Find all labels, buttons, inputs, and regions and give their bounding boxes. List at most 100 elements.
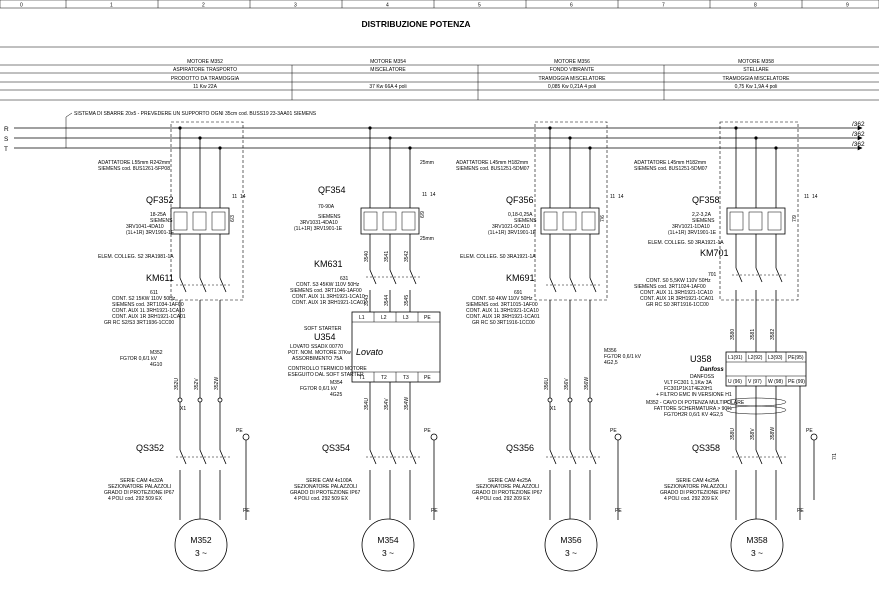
- phase-s-ref: /362: [852, 131, 865, 138]
- wire-352v: 352V: [194, 378, 200, 390]
- inv-term-l2: L2(92): [748, 355, 763, 361]
- earth-icon-m358: [810, 433, 818, 441]
- breaker-qf354-line3: 3RV1031-4DA10: [300, 220, 338, 226]
- branch-m354: 25mm QF354 70-90A SIEMENS 3RV1031-4DA10 …: [288, 126, 441, 572]
- terminal-x1-m356: X1: [550, 406, 556, 412]
- contactor-km701-line2: SIEMENS cod. 3RT1024-1AF00: [634, 284, 706, 290]
- phase-s-label: S: [4, 136, 9, 143]
- inverter-line3: FC301P1K1T4E20H1: [664, 386, 713, 392]
- contactor-km691-line5: GR RC S0 3RT1916-1CC00: [472, 320, 535, 326]
- isolator-qs354-line4: 4 POLI cod. 292 509 EX: [294, 496, 349, 502]
- wire-3582: 3582: [770, 329, 776, 340]
- aux-qf356-14: 14: [618, 194, 624, 200]
- inv-term-pe-top: PE(95): [788, 355, 804, 361]
- motor-desc-m352: ASPIRATORE TRASPORTO: [173, 67, 237, 73]
- wire-3545: 3545: [404, 295, 410, 306]
- aux-qf354-14: 14: [430, 192, 436, 198]
- contactor-km611-line2: SIEMENS cod. 3RT1034-1AF00: [112, 302, 184, 308]
- column-number-3: 3: [294, 3, 297, 9]
- danfoss-logo: Danfoss: [700, 367, 724, 373]
- contactor-km701-ref: 701: [708, 272, 717, 278]
- breaker-qf354-line1: 70-90A: [318, 204, 335, 210]
- motor-m354-phase: 3 ~: [382, 548, 394, 558]
- softstarter-u354-id: U354: [314, 332, 336, 342]
- earth-icon-m356: [614, 433, 622, 441]
- contactor-km691-id: KM691: [506, 273, 535, 283]
- phase-r-ref: /362: [852, 121, 865, 128]
- pe-wire-m358: PE: [797, 508, 804, 514]
- inverter-line1: DANFOSS: [690, 374, 715, 380]
- isolator-qs358-line3: GRADO DI PROTEZIONE IP67: [660, 490, 731, 496]
- ss-term-pe-top: PE: [424, 315, 431, 321]
- wire-356u: 356U: [544, 378, 550, 390]
- column-number-7: 7: [662, 3, 665, 9]
- isolator-qs352-line1: SERIE CAM 4x32A: [120, 478, 164, 484]
- pe-wire-m354: PE: [431, 508, 438, 514]
- wire-354w: 354W: [404, 397, 410, 410]
- wire-358v: 358V: [750, 428, 756, 440]
- ss-term-t2: T2: [381, 375, 387, 381]
- cable-m356-line3: 4G2,5: [604, 360, 618, 366]
- breaker-qf356-line3: 3RV1021-0CA10: [492, 224, 530, 230]
- connector-m352: ELEM. COLLEG. S2 3RA1981-1A: [98, 254, 174, 260]
- phase-t-label: T: [4, 146, 8, 153]
- cable-m356-line2: FG7OR 0,6/1 kV: [604, 354, 642, 360]
- motor-function-m356: TRAMOGGIA MISCELATORE: [538, 76, 606, 82]
- breaker-qf352-line3: 3RV1041-4DA10: [126, 224, 164, 230]
- isolator-qs352-line3: GRADO DI PROTEZIONE IP67: [104, 490, 175, 496]
- wire-3580: 3580: [730, 329, 736, 340]
- motor-m352-label: M352: [190, 535, 212, 545]
- contactor-km691-line3: CONT. AUX 1L 3RH1921-1CA10: [466, 308, 539, 314]
- breaker-qf358-line1: 2,2-3,2A: [692, 212, 712, 218]
- wire-3544: 3544: [384, 295, 390, 306]
- contactor-km631-ref: 631: [340, 276, 349, 282]
- motor-rating-m354: 37 Kw 66A 4 poli: [369, 84, 406, 90]
- earth-icon-m354: [430, 433, 438, 441]
- cable-m354-line1: M354: [330, 380, 343, 386]
- aux-qf352-14: 14: [240, 194, 246, 200]
- contactor-km691-line1: CONT. S0 4KW 110V 50Hz: [472, 296, 533, 302]
- contactor-km691-ref: 691: [514, 290, 523, 296]
- shield-line3: FG7OH2R 0,6/1 KV 4G2,5: [664, 412, 723, 418]
- column-number-1: 1: [110, 3, 113, 9]
- inverter-line4: + FILTRO EMC IN VERSIONE H1: [656, 392, 732, 398]
- motor-desc-m354: MISCELATORE: [370, 67, 406, 73]
- isolator-qs358-line1: SERIE CAM 4x25A: [676, 478, 720, 484]
- breaker-qf356-id: QF356: [506, 195, 534, 205]
- busbar: SISTEMA DI SBARRE 20x5 - PREVEDERE UN SU…: [4, 111, 865, 153]
- connector-m358: ELEM. COLLEG. S0 3RA1921-1A: [648, 240, 724, 246]
- contactor-km631-line3: CONT. AUX 1L 3RH1921-1CA10: [292, 294, 365, 300]
- breaker-qf358-id: QF358: [692, 195, 720, 205]
- pe-wire-m356: PE: [615, 508, 622, 514]
- wire-358u: 358U: [730, 428, 736, 440]
- wire-354u: 354U: [364, 398, 370, 410]
- contactor-km611-line1: CONT. S2 15KW 110V 50Hz: [112, 296, 176, 302]
- enclosure-m356: [534, 121, 608, 301]
- motor-rating-m352: 11 Kw 22A: [193, 84, 217, 90]
- xref-qf356: 7/6: [600, 215, 606, 222]
- inv-term-w: W (98): [768, 379, 783, 385]
- ss-term-l3: L3: [403, 315, 409, 321]
- pe-label-m356: PE: [610, 428, 617, 434]
- softstarter-line2: LOVATO SSADX 00770: [290, 344, 343, 350]
- contactor-km701-line5: GR RC S0 3RT1916-1CC00: [646, 302, 709, 308]
- motor-desc-m358: STELLARE: [743, 67, 769, 73]
- ss-term-l2: L2: [381, 315, 387, 321]
- xref-qf352: 6/3: [230, 215, 236, 222]
- isolator-qs356-line1: SERIE CAM 4x25A: [488, 478, 532, 484]
- column-number-4: 4: [386, 3, 389, 9]
- column-number-2: 2: [202, 3, 205, 9]
- pe-label-m352: PE: [236, 428, 243, 434]
- thermal-line2: ESEGUITO DAL SOFT STARTER: [288, 372, 364, 378]
- motor-function-m352: PRODOTTO DA TRAMOGGIA: [171, 76, 240, 82]
- contactor-km611-ref: 611: [150, 290, 158, 296]
- xref-qf354: 6/9: [420, 211, 426, 218]
- ss-term-t3: T3: [403, 375, 409, 381]
- header-table: MOTORE M352 ASPIRATORE TRASPORTO PRODOTT…: [0, 46, 879, 101]
- motor-desc-m356: FONDO VIBRANTE: [550, 67, 595, 73]
- motor-rating-m358: 0,75 Kw 1,9A 4 poli: [735, 84, 778, 90]
- shield-line2: FATTORE SCHERMATURA > 90%: [654, 406, 732, 412]
- cable-m352-line2: FG7OR 0,6/1 kV: [120, 356, 158, 362]
- contactor-km631-id: KM631: [314, 259, 343, 269]
